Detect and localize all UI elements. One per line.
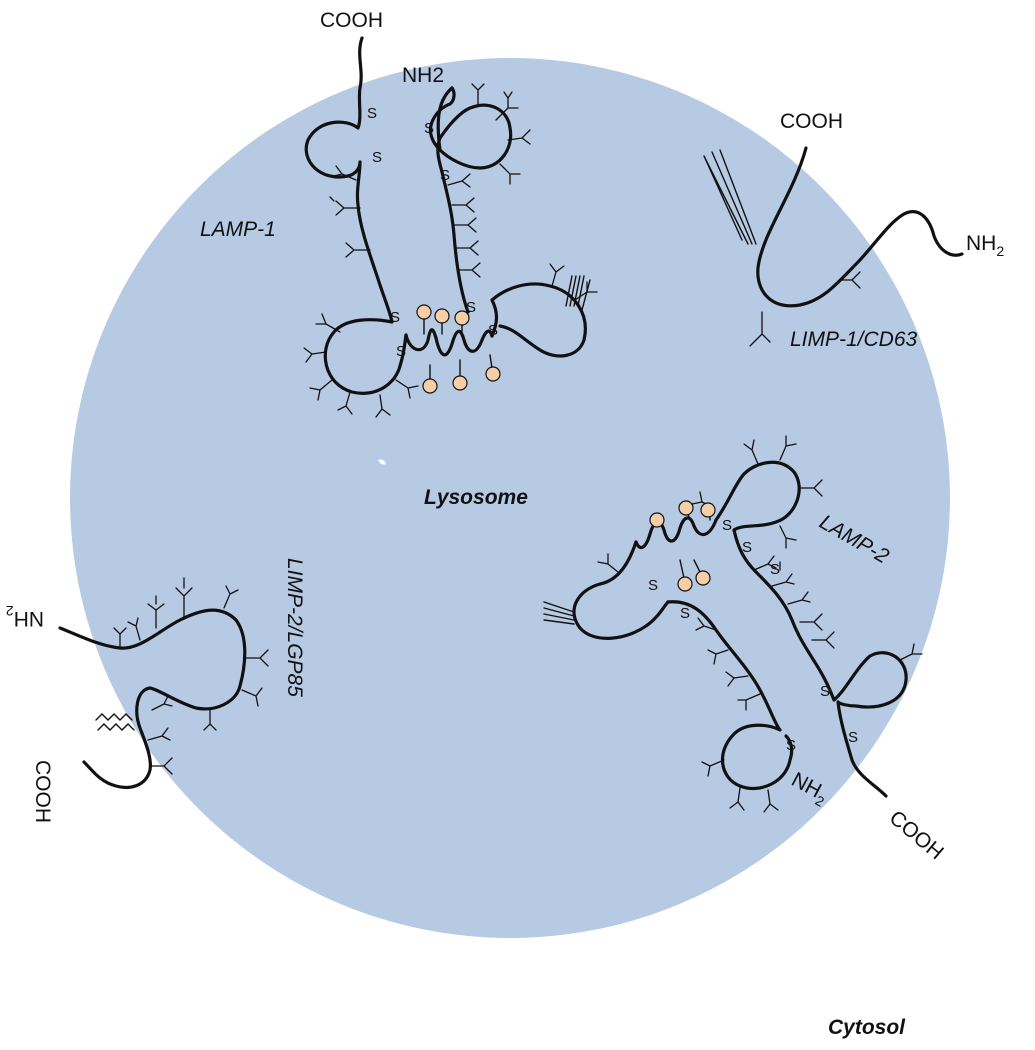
limp1-nterm-subscript: 2 [996, 243, 1004, 259]
small-white-mark [378, 459, 386, 465]
lamp1-structure: S S S S S S S S COOH NH2 LAMP-1 [200, 9, 598, 418]
lamp1-nterm-label: NH2 [402, 64, 444, 87]
lamp1-ss-7: S [396, 343, 406, 360]
cytosol-label: Cytosol [828, 1016, 906, 1039]
limp1-structure: COOH NH2 LIMP-1/CD63 [703, 110, 1004, 351]
lamp1-name-label: LAMP-1 [200, 218, 276, 241]
lamp2-ss-1: S [722, 517, 732, 534]
limp2-nterm-subscript: 2 [6, 603, 14, 619]
limp2-structure: NH2 COOH LIMP-2/LGP85 [6, 558, 306, 823]
limp2-name-label: LIMP-2/LGP85 [283, 558, 306, 697]
lamp2-ss-8: S [786, 737, 796, 754]
lamp1-cterm-label: COOH [320, 9, 383, 32]
lamp2-cterm-label: COOH [885, 806, 948, 864]
lamp1-ss-3: S [424, 120, 434, 137]
lamp1-ss-2: S [372, 149, 382, 166]
limp1-nterm-label: NH2 [966, 232, 1004, 259]
limp1-nterm-text: NH [966, 232, 996, 255]
lamp1-ss-4: S [440, 167, 450, 184]
limp2-nterm-text: NH [14, 607, 44, 630]
limp2-nterm-label: NH2 [6, 603, 44, 630]
limp1-cterm-label: COOH [780, 110, 843, 133]
lamp2-ss-3: S [770, 561, 780, 578]
limp1-name-label: LIMP-1/CD63 [790, 328, 918, 351]
lamp2-ss-5: S [680, 605, 690, 622]
lamp1-ss-1: S [367, 105, 377, 122]
lysosome-label: Lysosome [424, 486, 528, 509]
lamp1-ss-6: S [390, 309, 400, 326]
lamp2-ss-6: S [820, 683, 830, 700]
lamp1-ss-8: S [488, 322, 498, 339]
lysosome-circle [70, 58, 950, 938]
limp2-cterm-label: COOH [31, 760, 54, 823]
lamp2-ss-4: S [648, 577, 658, 594]
lamp2-ss-7: S [848, 729, 858, 746]
lamp2-ss-2: S [742, 539, 752, 556]
lamp1-lipid-groups [416, 304, 501, 394]
lamp2-lipid-groups [649, 500, 716, 592]
lamp1-ss-5: S [466, 299, 476, 316]
